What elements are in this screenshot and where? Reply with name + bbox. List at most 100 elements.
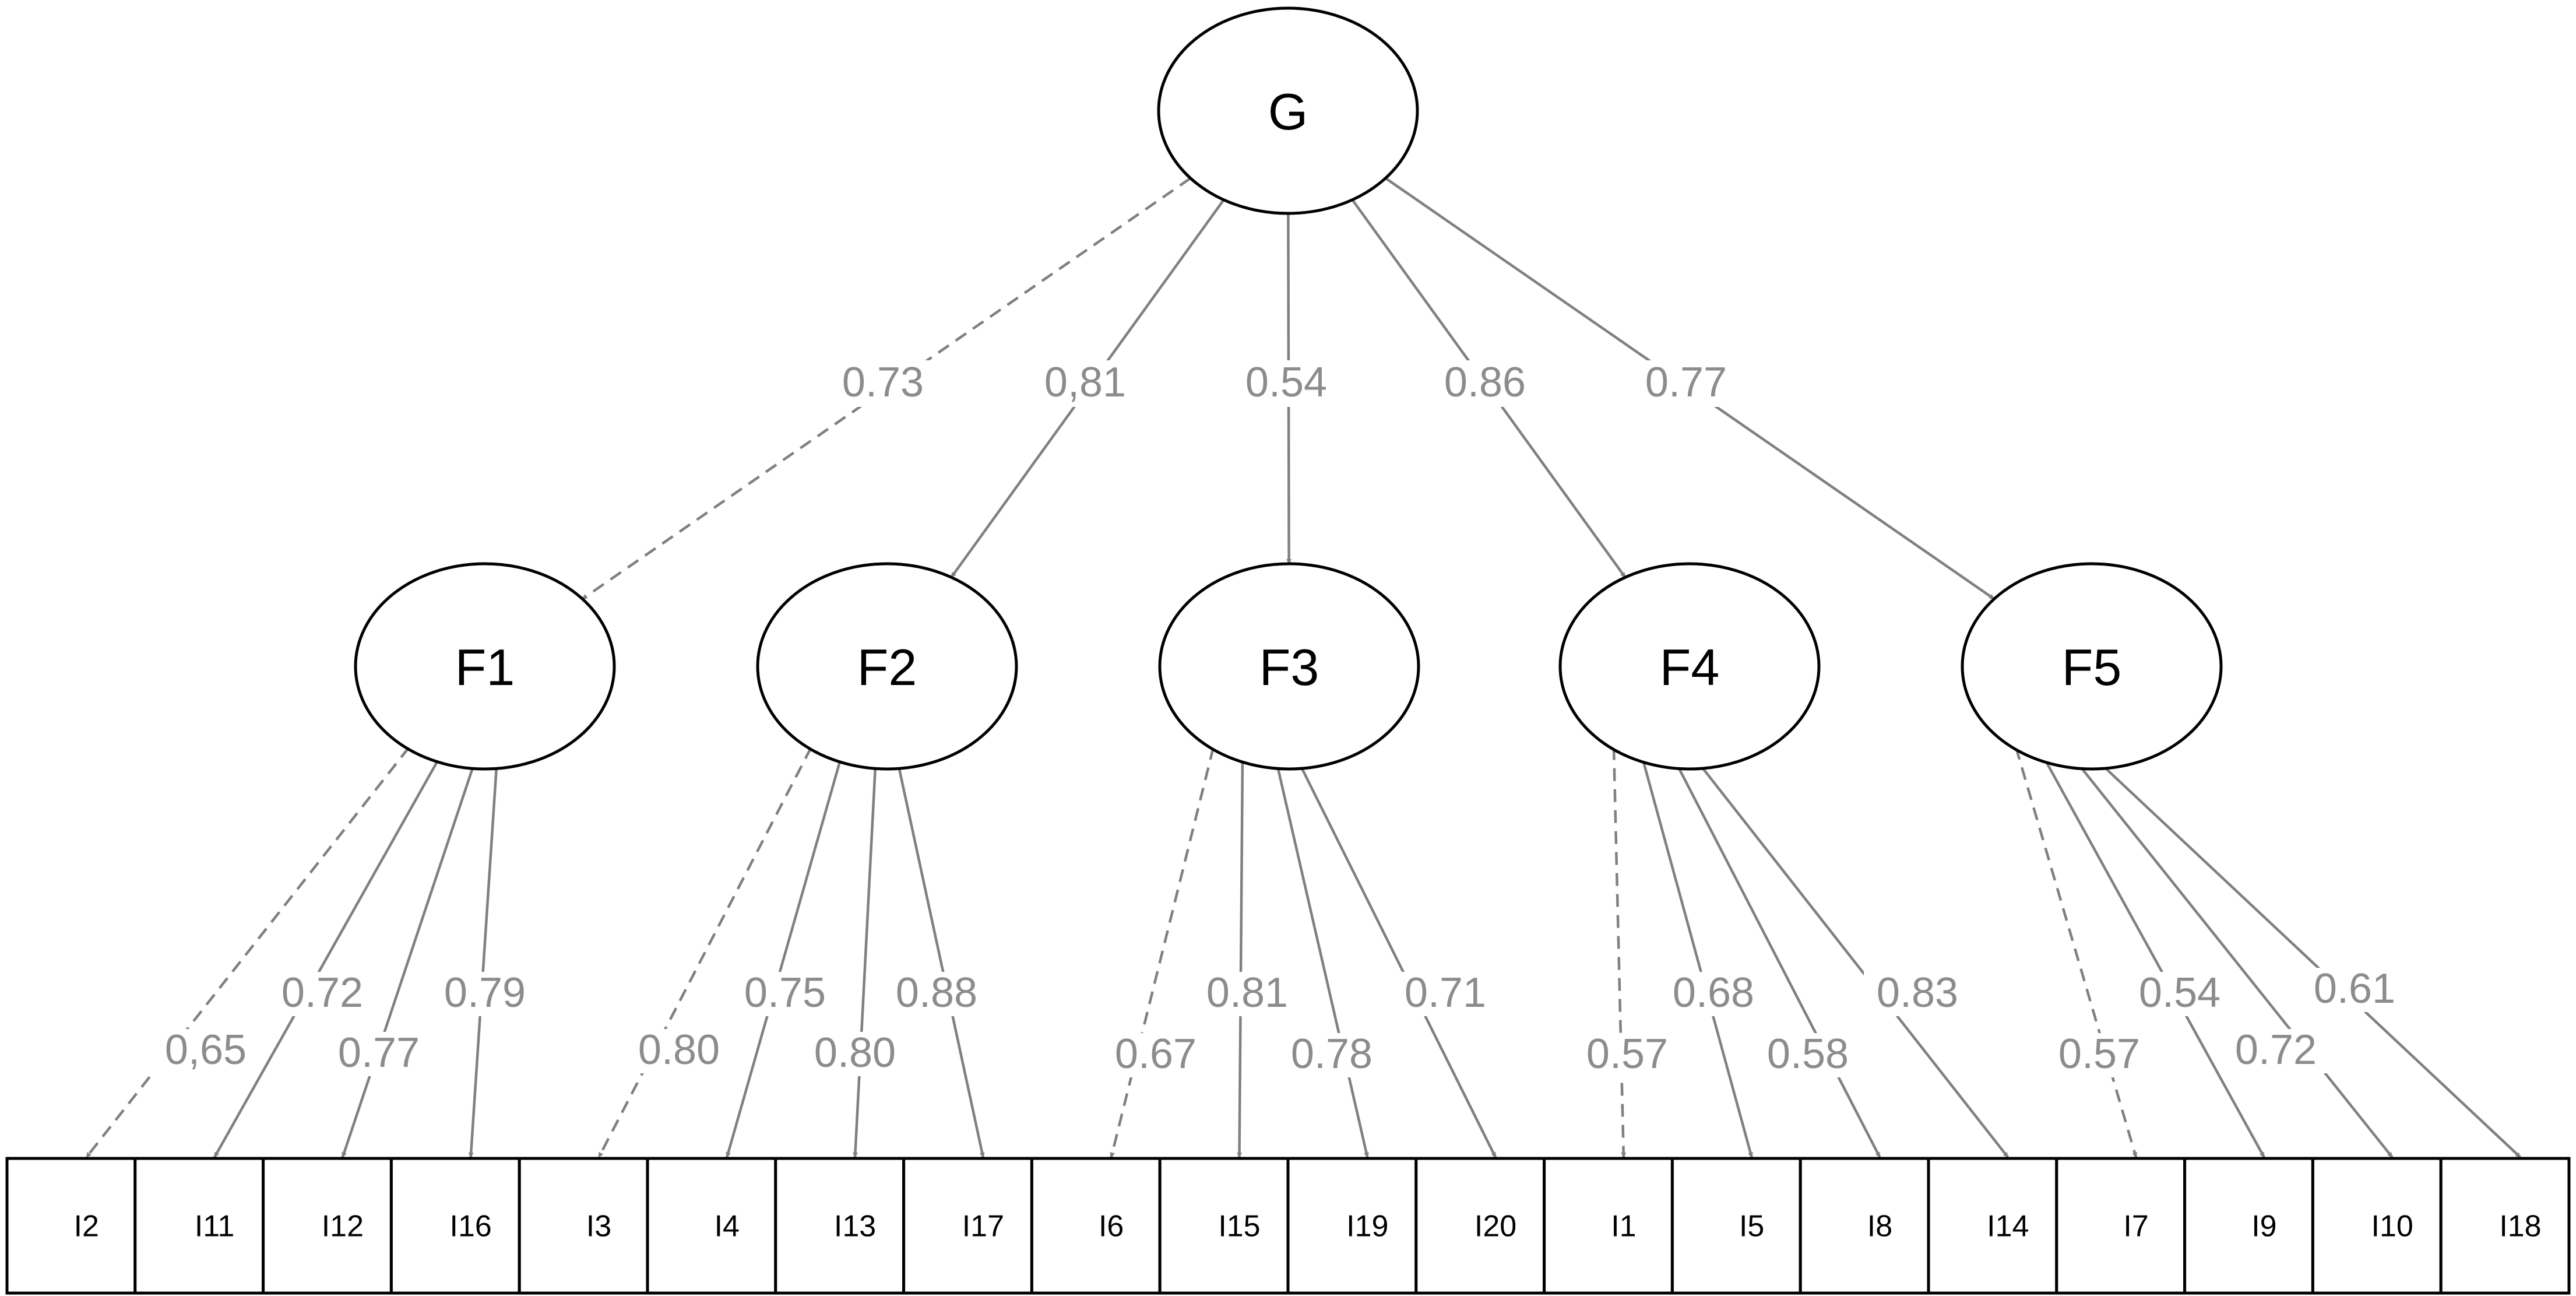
indicator-node-i17: I17: [902, 1157, 1033, 1295]
loading-g-f2: 0,81: [1044, 359, 1126, 406]
path-f1-to-i2: [85, 746, 410, 1158]
latent-node-f5: F5: [1961, 562, 2223, 771]
loading-g-f4: 0.86: [1444, 359, 1526, 406]
path-f5-to-i18: [2102, 765, 2522, 1158]
latent-ellipse: [354, 562, 616, 771]
path-g-to-f1: [582, 177, 1191, 600]
loading-i5: 0.68: [1673, 970, 1754, 1016]
indicator-label-i11: I11: [195, 1210, 234, 1244]
indicator-label-i6: I6: [1099, 1210, 1124, 1244]
indicator-box: [1158, 1157, 1290, 1295]
indicator-node-i1: I1: [1543, 1157, 1674, 1295]
indicator-label-i5: I5: [1739, 1210, 1764, 1244]
indicator-node-i4: I4: [646, 1157, 777, 1295]
loading-label-bg: [1194, 972, 1301, 1016]
path-f2-to-i4: [726, 759, 842, 1158]
path-f1-to-i16: [468, 766, 498, 1158]
path-f5-to-i10: [2079, 765, 2394, 1158]
indicator-box: [1670, 1157, 1802, 1295]
loading-label-bg: [1430, 360, 1540, 407]
indicator-box: [1799, 1157, 1930, 1295]
path-f4-to-i1: [1612, 747, 1627, 1158]
loading-label-bg: [1631, 360, 1741, 407]
indicator-box: [2055, 1157, 2187, 1295]
path-f3-to-i15: [1237, 760, 1244, 1158]
indicator-node-i6: I6: [1030, 1157, 1162, 1295]
loading-label-bg: [828, 360, 938, 407]
indicator-node-i7: I7: [2055, 1157, 2187, 1295]
loading-i10: 0.72: [2235, 1027, 2317, 1073]
loading-i17: 0.88: [896, 970, 977, 1016]
loading-label-bg: [2126, 972, 2233, 1016]
loading-i20: 0.71: [1405, 970, 1486, 1016]
path-f1-to-i12: [341, 765, 475, 1158]
loading-label-bg: [731, 972, 839, 1016]
path-f3-to-i20: [1299, 765, 1497, 1158]
loading-i12: 0.77: [338, 1030, 420, 1076]
latent-label-g: G: [1268, 83, 1308, 141]
indicator-node-i15: I15: [1158, 1157, 1290, 1295]
path-f5-to-i7: [2014, 747, 2138, 1158]
loading-label-bg: [2046, 1033, 2153, 1077]
loading-label-bg: [1864, 972, 1971, 1016]
indicator-label-i8: I8: [1867, 1210, 1892, 1244]
indicator-label-i10: I10: [2371, 1210, 2413, 1244]
indicator-label-i14: I14: [1987, 1210, 2029, 1244]
loading-label-bg: [2301, 968, 2408, 1012]
indicator-box: [133, 1157, 265, 1295]
latent-node-f4: F4: [1558, 562, 1821, 771]
indicator-node-i10: I10: [2311, 1157, 2443, 1295]
indicator-label-i7: I7: [2123, 1210, 2148, 1244]
indicator-label-i9: I9: [2251, 1210, 2276, 1244]
loading-label-bg: [152, 1029, 259, 1073]
loading-label-bg: [1754, 1033, 1861, 1077]
path-f3-to-i6: [1110, 747, 1215, 1158]
loading-i1: 0.57: [1586, 1031, 1668, 1077]
latent-node-f1: F1: [354, 562, 616, 771]
loading-g-f1: 0.73: [842, 359, 924, 406]
indicator-node-i11: I11: [133, 1157, 265, 1295]
loading-label-bg: [2222, 1029, 2329, 1073]
path-f3-to-i19: [1276, 765, 1369, 1158]
indicator-box: [646, 1157, 777, 1295]
latent-label-f5: F5: [2062, 638, 2122, 696]
indicator-box: [1543, 1157, 1674, 1295]
latent-ellipse: [756, 562, 1018, 771]
indicator-node-i2: I2: [5, 1157, 137, 1295]
indicator-label-i17: I17: [962, 1210, 1004, 1244]
loading-label-bg: [801, 1032, 909, 1076]
indicator-label-i18: I18: [2499, 1210, 2541, 1244]
indicator-box: [2311, 1157, 2443, 1295]
loading-label-bg: [1392, 972, 1499, 1016]
paths-layer: [85, 177, 2522, 1158]
indicator-node-i20: I20: [1414, 1157, 1546, 1295]
loading-i2: 0,65: [165, 1027, 247, 1073]
loading-label-bg: [1278, 1033, 1385, 1077]
loading-i4: 0.75: [744, 970, 826, 1016]
indicator-node-i16: I16: [389, 1157, 521, 1295]
loading-g-f5: 0.77: [1645, 359, 1727, 406]
loading-label-bg: [1231, 360, 1342, 407]
loading-i16: 0.79: [444, 970, 526, 1016]
path-f2-to-i17: [897, 765, 985, 1158]
loading-i11: 0.72: [281, 970, 363, 1016]
indicator-node-i19: I19: [1286, 1157, 1418, 1295]
loading-i15: 0.81: [1206, 970, 1288, 1016]
latent-label-f2: F2: [857, 638, 917, 696]
latent-ellipse: [1961, 562, 2223, 771]
indicator-box: [262, 1157, 393, 1295]
indicator-label-i3: I3: [586, 1210, 611, 1244]
latent-node-f3: F3: [1158, 562, 1420, 771]
latent-label-f4: F4: [1660, 638, 1720, 696]
indicator-box: [902, 1157, 1033, 1295]
loading-i3: 0.80: [638, 1027, 720, 1073]
loading-i14: 0.83: [1877, 970, 1958, 1016]
loading-label-bg: [1030, 360, 1141, 407]
indicator-box: [1286, 1157, 1418, 1295]
loading-g-f3: 0.54: [1245, 359, 1327, 406]
indicator-box: [389, 1157, 521, 1295]
latent-ellipse: [1558, 562, 1821, 771]
indicator-box: [1030, 1157, 1162, 1295]
latent-ellipse: [1157, 6, 1419, 215]
